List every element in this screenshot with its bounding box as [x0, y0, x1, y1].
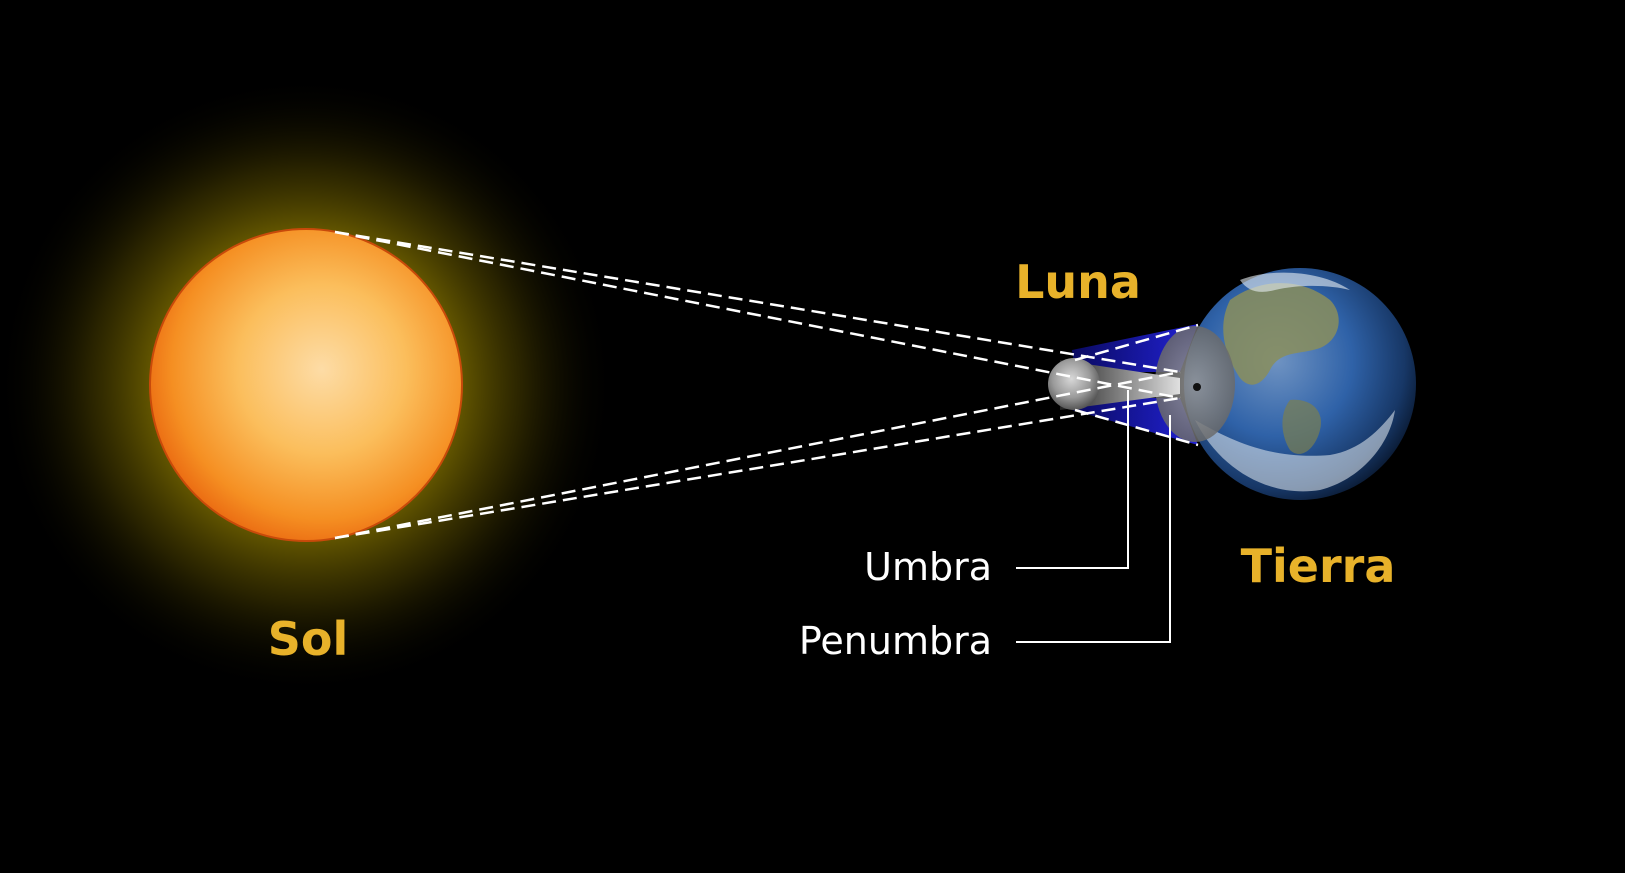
- sun-disk: [149, 228, 463, 542]
- earth-label: Tierra: [1241, 539, 1396, 593]
- earth-land: [1223, 283, 1339, 385]
- umbra-label: Umbra: [864, 545, 992, 589]
- line-lower-inner: [334, 370, 1181, 540]
- earth-land-south: [1282, 399, 1321, 454]
- earth-clouds-north: [1240, 272, 1350, 292]
- umbra-spot: [1193, 383, 1201, 391]
- moon-label: Luna: [1015, 255, 1141, 309]
- penumbra-label: Penumbra: [799, 619, 992, 663]
- line-penumbra-bottom: [1074, 408, 1199, 447]
- earth: [1155, 268, 1416, 500]
- line-penumbra-top: [1074, 323, 1199, 362]
- moon: [1048, 358, 1100, 410]
- umbra-leader: [1016, 390, 1129, 569]
- leader-lines: [1016, 390, 1171, 643]
- sun: [0, 75, 616, 695]
- line-upper-inner: [334, 230, 1181, 400]
- sight-lines: [334, 230, 1199, 540]
- penumbra-leader: [1016, 415, 1171, 643]
- sun-label: Sol: [268, 612, 349, 666]
- line-upper-outer: [334, 230, 1181, 374]
- earth-clouds: [1195, 410, 1395, 492]
- line-lower-outer: [334, 396, 1181, 540]
